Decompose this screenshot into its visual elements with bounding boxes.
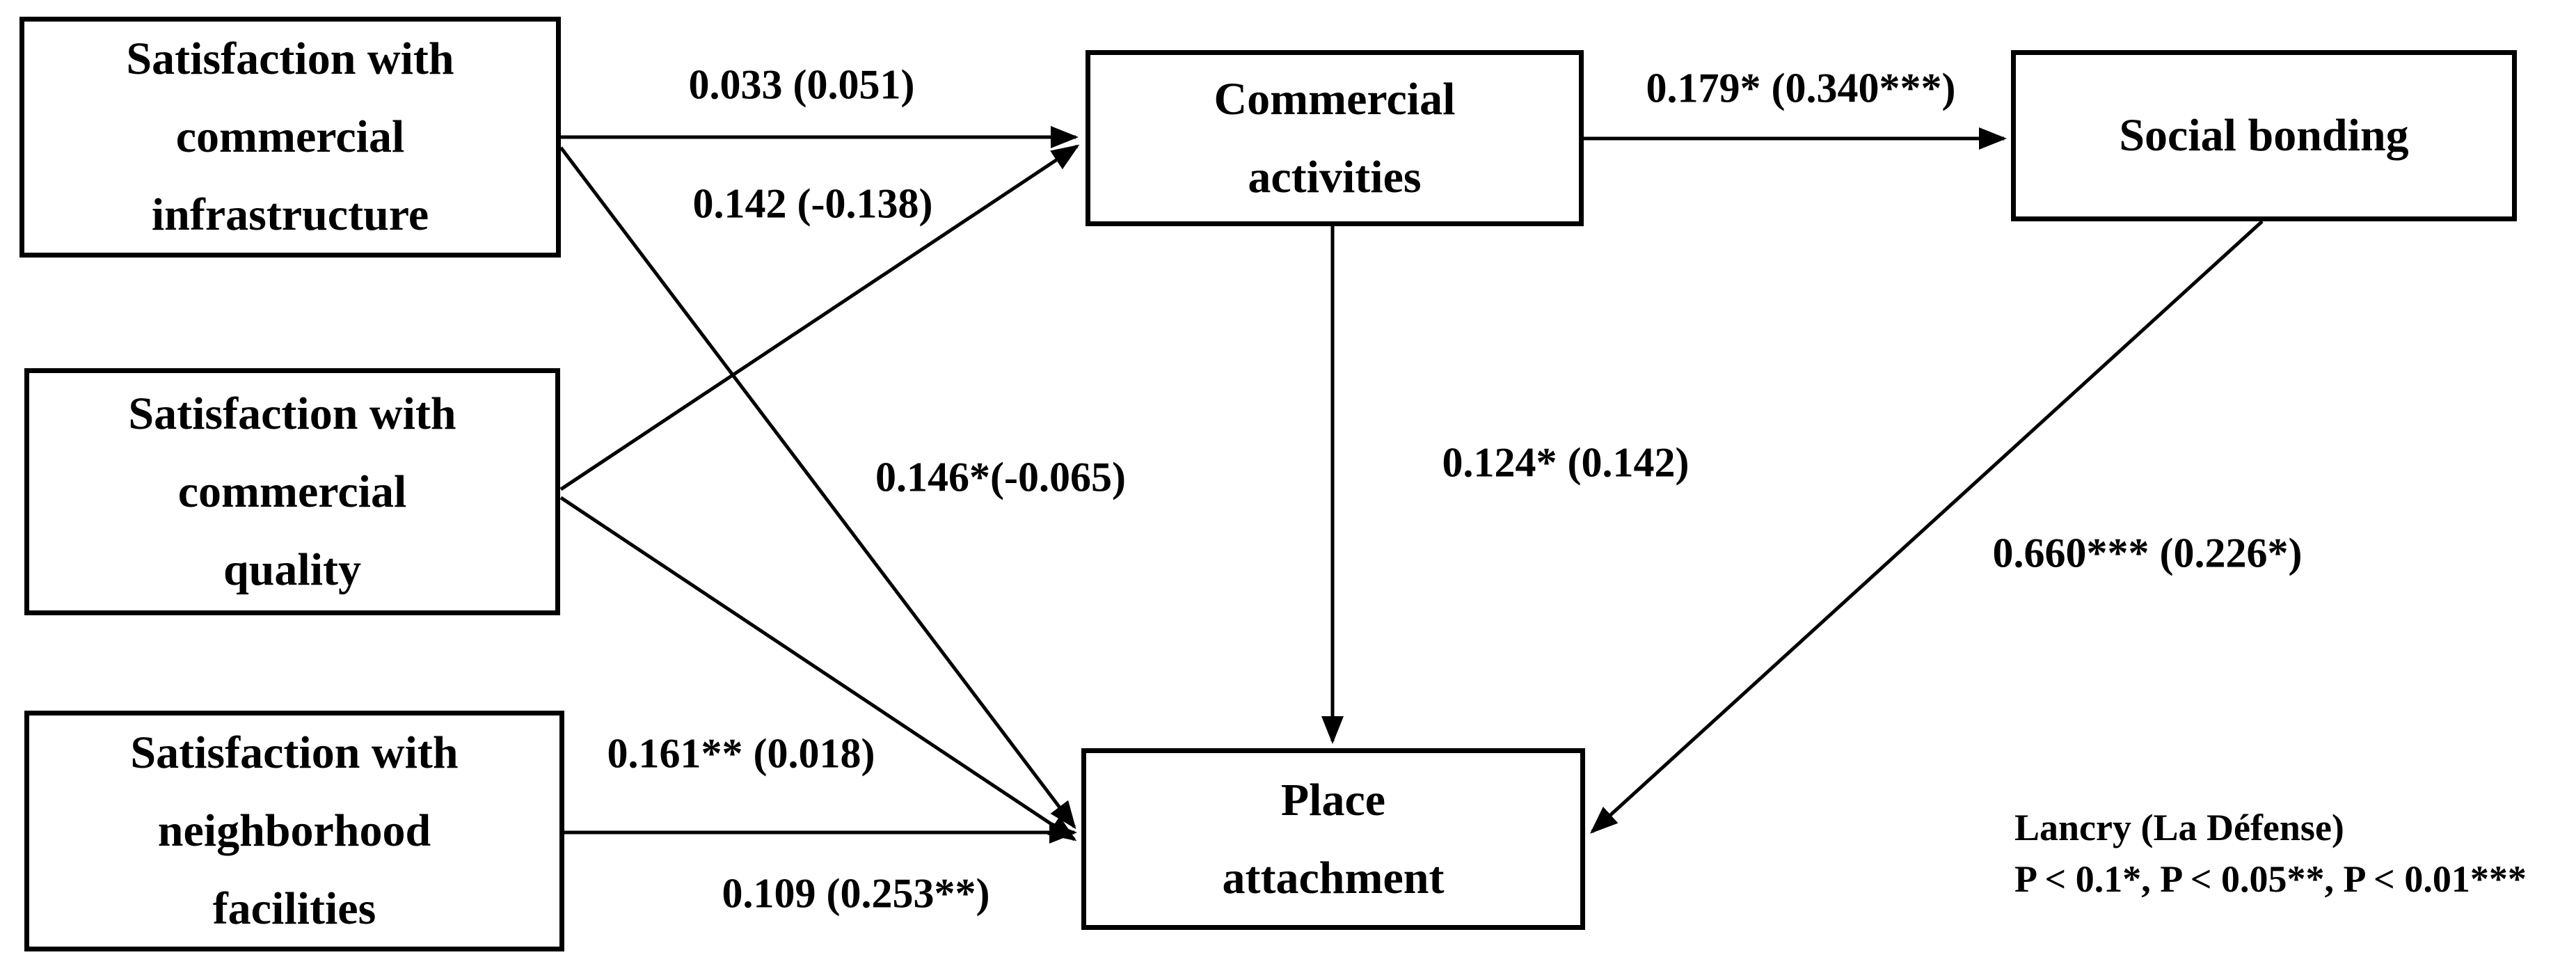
node-social-bonding: Social bonding: [2011, 50, 2517, 221]
coef-social-bonding-to-place-attachment: 0.660*** (0.226*): [1992, 530, 2303, 576]
legend-note-thresholds: P < 0.1*, P < 0.05**, P < 0.01***: [2014, 858, 2527, 900]
coef-infrastructure-to-place-attachment: 0.146*(-0.065): [875, 454, 1126, 500]
coef-quality-to-place-attachment: 0.161** (0.018): [607, 730, 875, 777]
node-commercial-activities: Commercial activities: [1086, 50, 1584, 226]
node-place-attachment: Place attachment: [1081, 748, 1585, 930]
legend-note: Lancry (La Défense) P < 0.1*, P < 0.05**…: [2014, 802, 2527, 905]
coef-commercial-activities-to-place-attachment: 0.124* (0.142): [1442, 439, 1689, 486]
coef-facilities-to-place-attachment: 0.109 (0.253**): [722, 870, 990, 917]
coef-commercial-activities-to-social-bonding: 0.179* (0.340***): [1646, 65, 1956, 111]
node-satisfaction-commercial-quality: Satisfaction with commercial quality: [24, 368, 560, 615]
path-social-bonding-to-place-attachment: [1590, 220, 2264, 834]
coef-quality-to-commercial-activities: 0.142 (-0.138): [692, 180, 933, 227]
legend-note-title: Lancry (La Défense): [2014, 807, 2344, 848]
coef-infrastructure-to-commercial-activities: 0.033 (0.051): [688, 61, 915, 108]
node-satisfaction-neighborhood-facilities: Satisfaction with neighborhood facilitie…: [24, 711, 564, 951]
node-satisfaction-commercial-infrastructure: Satisfaction with commercial infrastruct…: [19, 17, 561, 258]
path-infrastructure-to-place-attachment: [559, 146, 1076, 830]
path-quality-to-place-attachment: [559, 496, 1077, 841]
path-quality-to-commercial-activities: [559, 144, 1080, 491]
